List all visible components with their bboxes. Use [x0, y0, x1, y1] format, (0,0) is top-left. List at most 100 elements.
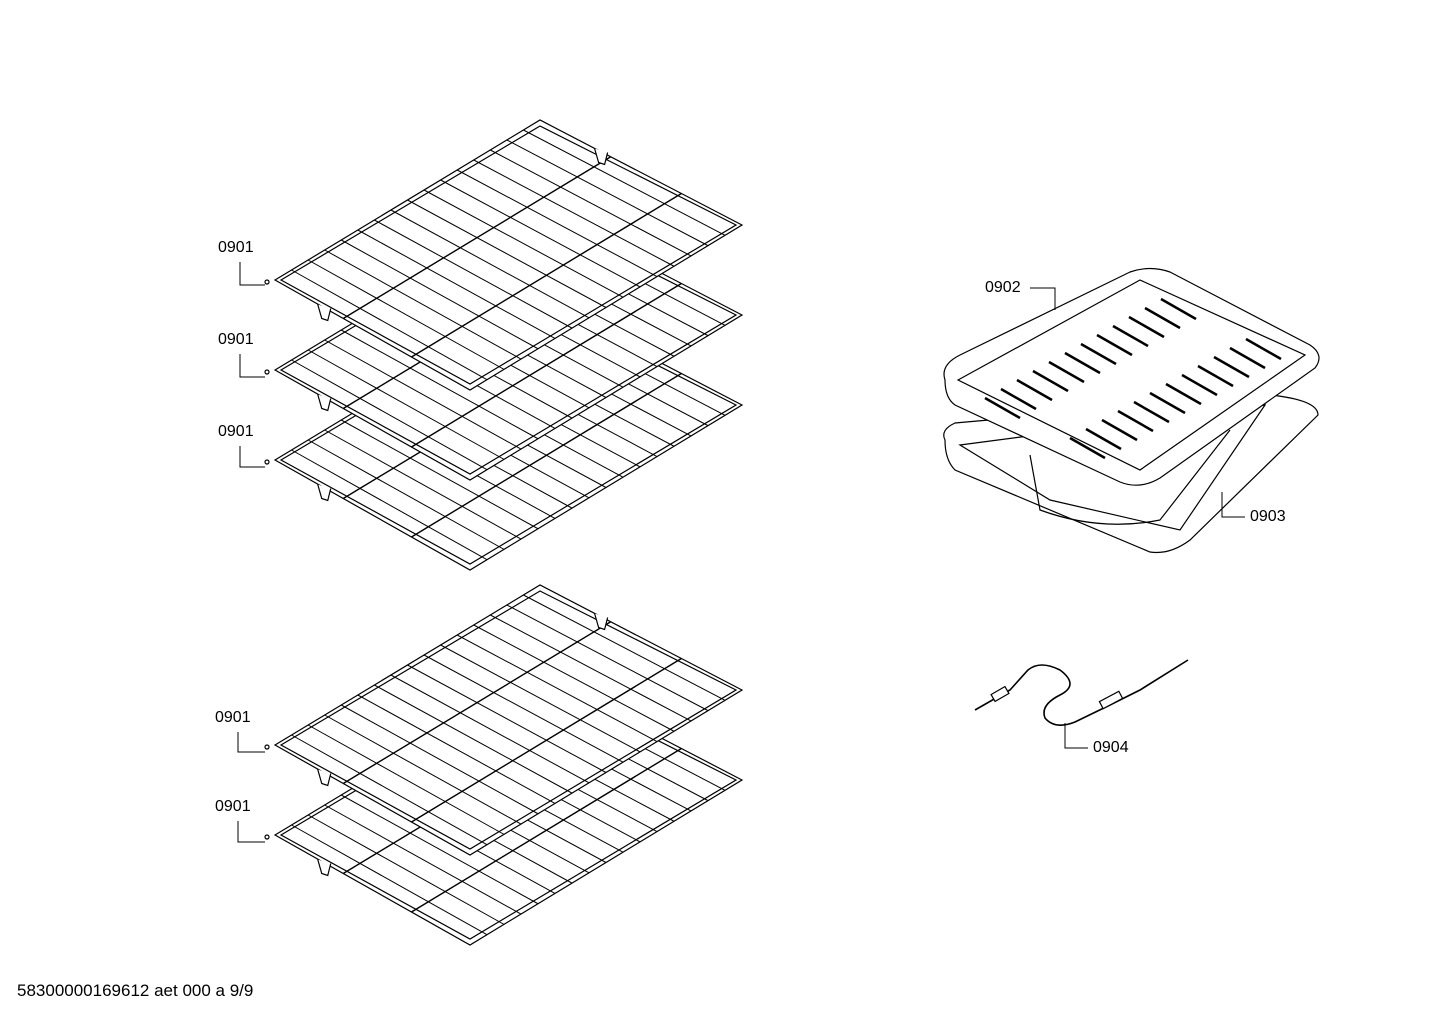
rack-wire	[357, 694, 556, 804]
rack-cross-bar	[411, 657, 682, 823]
rack-wire	[324, 339, 522, 450]
rack-notch	[317, 304, 332, 322]
insert-slot	[1149, 391, 1186, 415]
rack-wire	[324, 804, 522, 915]
insert-slot	[1213, 355, 1250, 379]
insert-slot	[1181, 373, 1218, 397]
rack-notch	[317, 859, 332, 877]
leader-line	[1221, 492, 1245, 518]
rack-wire	[523, 594, 726, 701]
insert-slot	[1165, 382, 1202, 406]
rack-wire	[291, 269, 488, 381]
leader-line	[237, 732, 265, 753]
rack-wire	[357, 229, 556, 339]
rack-cross-bar	[411, 747, 682, 913]
oven-rack	[264, 119, 744, 391]
part-label-0904: 0904	[1093, 739, 1129, 756]
part-label-0902: 0902	[985, 279, 1021, 296]
insert-slot	[1128, 315, 1165, 339]
rack-inner-frame	[279, 590, 738, 850]
part-label-0903: 0903	[1250, 508, 1286, 525]
rack-wire	[506, 139, 709, 247]
insert-slot	[1096, 333, 1133, 357]
insert-slot	[1160, 297, 1197, 321]
rack-wire	[324, 714, 522, 825]
leader-line	[239, 354, 265, 378]
rack-wire	[456, 169, 658, 278]
rack-stop	[264, 459, 270, 465]
rack-wire	[473, 624, 675, 732]
insert-slot	[1000, 387, 1037, 411]
part-label-0901: 0901	[218, 331, 254, 348]
rack-wire	[324, 429, 522, 540]
rack-wire	[324, 249, 522, 360]
rack-cross-bar	[342, 621, 612, 785]
rack-stop	[264, 279, 270, 285]
rack-notch	[317, 394, 332, 412]
rack-stop	[264, 369, 270, 375]
insert-slot	[1117, 409, 1154, 433]
rack-wire	[307, 439, 505, 550]
probe-plug	[990, 685, 1010, 703]
rack-cross-bar	[411, 192, 682, 358]
rack-wire	[341, 704, 539, 815]
part-label-0901: 0901	[215, 709, 251, 726]
pan-body	[1029, 429, 1231, 525]
broil-pan-insert	[943, 267, 1320, 486]
insert-slot	[1101, 418, 1138, 442]
rack-wire	[341, 329, 539, 440]
insert-slot	[1133, 400, 1170, 424]
rack-cross-bar	[411, 282, 682, 448]
rack-notch	[594, 613, 609, 631]
insert-slot	[1048, 360, 1085, 384]
rack-wire	[307, 349, 505, 460]
rack-wire	[407, 664, 607, 773]
leader-line	[1030, 287, 1056, 310]
probe-cable	[974, 659, 1189, 726]
rack-wire	[374, 684, 573, 794]
rack-wire	[390, 674, 590, 784]
leader-line	[1064, 723, 1088, 749]
rack-cross-bar	[342, 156, 612, 320]
rack-wire	[341, 794, 539, 905]
rack-wire	[307, 724, 505, 835]
leader-line	[239, 446, 265, 468]
rack-wire	[506, 604, 709, 712]
insert-slot	[1229, 346, 1266, 370]
insert-slot	[1064, 351, 1101, 375]
part-label-0901: 0901	[215, 798, 251, 815]
rack-cross-bar	[411, 372, 682, 538]
insert-slot	[1144, 306, 1181, 330]
rack-wire	[407, 199, 607, 308]
rack-wire	[291, 824, 488, 936]
rack-wire	[291, 734, 488, 846]
rack-wire	[423, 189, 624, 298]
insert-slot	[1016, 378, 1053, 402]
part-label-0901: 0901	[218, 239, 254, 256]
leader-line	[239, 262, 265, 286]
rack-wire	[490, 149, 692, 257]
insert-inner-edge	[956, 279, 1307, 471]
rack-wire	[440, 179, 641, 288]
insert-slot	[1197, 364, 1234, 388]
insert-slot	[1069, 436, 1106, 460]
rack-wire	[291, 449, 488, 561]
rack-wire	[307, 814, 505, 925]
rack-wire	[490, 614, 692, 722]
rack-wire	[291, 359, 488, 471]
part-label-0901: 0901	[218, 423, 254, 440]
rack-stop	[264, 834, 270, 840]
insert-slot	[1080, 342, 1117, 366]
insert-slot	[984, 396, 1021, 420]
rack-wire	[473, 159, 675, 267]
rack-wire	[523, 129, 726, 236]
rack-wire	[390, 209, 590, 319]
rack-notch	[317, 769, 332, 787]
document-footer-code: 58300000169612 aet 000 a 9/9	[17, 981, 254, 1000]
insert-slot	[1085, 427, 1122, 451]
insert-slot	[1032, 369, 1069, 393]
probe-handle	[1098, 690, 1124, 710]
insert-slot	[1112, 324, 1149, 348]
rack-wire	[341, 239, 539, 350]
